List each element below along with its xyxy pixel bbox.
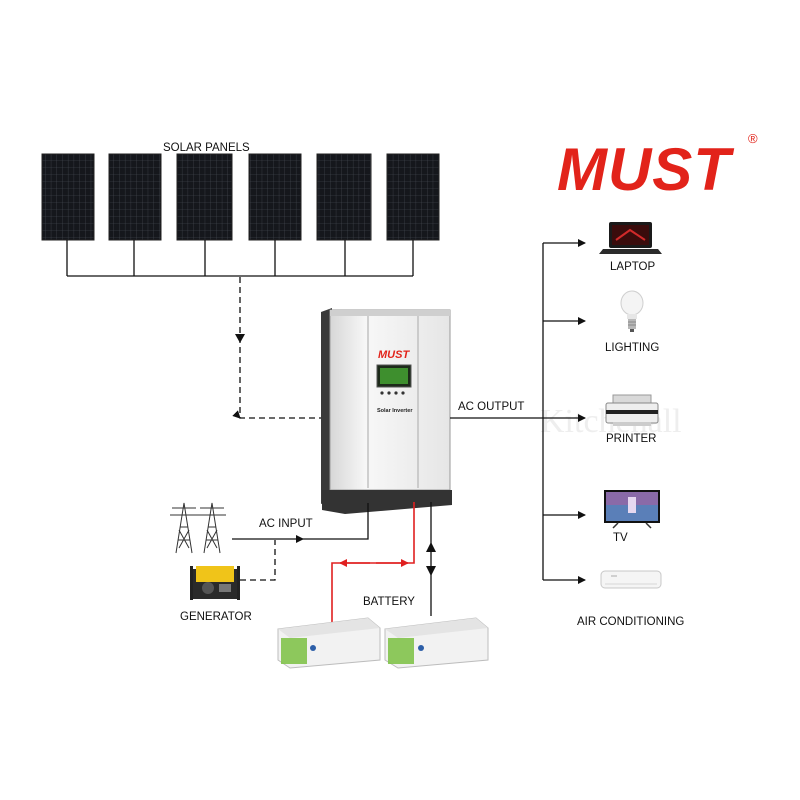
battery-label: BATTERY — [363, 596, 415, 608]
battery-positive-line — [331, 502, 415, 627]
brand-logo-text: MUST — [557, 136, 734, 203]
generator-label: GENERATOR — [180, 611, 252, 623]
battery-arrow-down — [426, 566, 436, 576]
battery-arrow-up — [426, 542, 436, 552]
generator-dashed-line — [240, 540, 276, 581]
solar-inverter: MUST Solar Inverter — [321, 308, 452, 514]
solar-panels-label: SOLAR PANELS — [163, 142, 250, 154]
registered-mark: ® — [748, 131, 758, 146]
battery-pack — [384, 617, 489, 669]
solar-panel — [316, 153, 372, 241]
solar-panel-array — [41, 153, 440, 241]
inverter-logo: MUST — [378, 349, 410, 361]
pv-to-inverter-dashed-line — [232, 277, 330, 419]
printer-label: PRINTER — [606, 433, 656, 445]
air-conditioner-icon — [600, 570, 662, 589]
laptop-icon — [599, 222, 662, 254]
light-bulb-icon — [620, 290, 644, 332]
ac-output-label: AC OUTPUT — [458, 401, 524, 413]
ac-input-to-inverter — [303, 503, 369, 540]
panel-wiring — [66, 240, 414, 277]
battery-pack — [277, 617, 381, 669]
tv-icon — [604, 490, 660, 529]
solar-panel — [41, 153, 95, 241]
power-tower-icon — [170, 502, 226, 554]
generator-icon — [190, 566, 240, 600]
laptop-label: LAPTOP — [610, 261, 655, 273]
air-conditioning-label: AIR CONDITIONING — [577, 616, 684, 628]
tv-label: TV — [613, 532, 628, 544]
solar-panel — [386, 153, 440, 241]
inverter-name: Solar Inverter — [377, 408, 413, 414]
solar-panel — [108, 153, 162, 241]
must-logo: MUST ® — [557, 131, 758, 203]
pv-arrow — [235, 334, 245, 343]
lighting-label: LIGHTING — [605, 342, 659, 354]
ac-input-label: AC INPUT — [259, 518, 313, 530]
printer-icon — [605, 394, 659, 426]
solar-panel — [248, 153, 302, 241]
solar-panel — [176, 153, 233, 241]
